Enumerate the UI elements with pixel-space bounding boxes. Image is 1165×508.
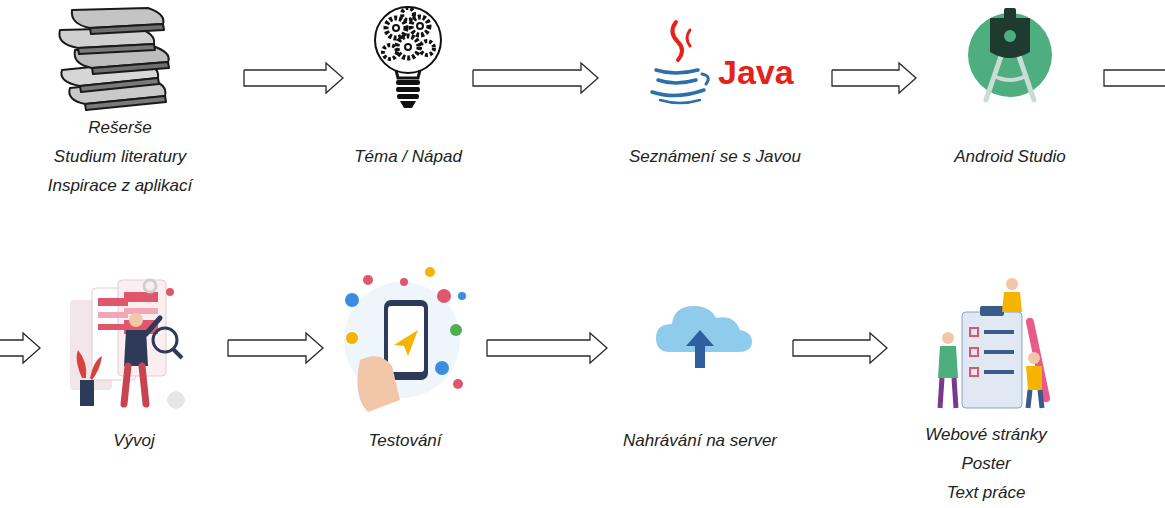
android-studio-icon xyxy=(968,8,1052,100)
flow-arrow xyxy=(228,333,323,363)
development-illustration xyxy=(70,280,185,409)
step-caption: Téma / Nápad xyxy=(347,142,469,171)
process-step: Vývoj xyxy=(44,270,224,455)
flow-arrow xyxy=(244,63,343,93)
books-icon xyxy=(59,8,169,110)
process-step: Téma / Nápad xyxy=(347,0,469,171)
step-caption: Text práce xyxy=(891,478,1081,507)
process-step: Testování xyxy=(327,270,483,455)
cloud-upload-icon xyxy=(656,306,752,368)
testing-illustration xyxy=(344,267,466,412)
flow-arrow xyxy=(832,63,916,93)
idea-bulb-icon xyxy=(375,7,441,108)
process-step: RešeršeStudium literaturyInspirace z apl… xyxy=(0,0,240,200)
flow-arrow xyxy=(487,333,607,363)
step-caption: Nahrávání na server xyxy=(611,426,789,455)
step-caption: Studium literatury xyxy=(0,142,240,171)
step-caption: Rešerše xyxy=(0,113,240,142)
process-step: Seznámení se s Javou xyxy=(602,0,828,171)
step-caption: Android Studio xyxy=(920,142,1100,171)
process-step: Nahrávání na server xyxy=(611,270,789,455)
checklist-illustration xyxy=(938,278,1046,408)
logo-wordmark: Java xyxy=(718,55,794,89)
step-caption: Inspirace z aplikací xyxy=(0,171,240,200)
flow-arrow xyxy=(793,333,887,363)
process-step: Webové stránkyPosterText práce xyxy=(891,270,1081,507)
process-step: Android Studio xyxy=(920,0,1100,171)
java-logo-icon xyxy=(652,22,708,103)
flow-arrow xyxy=(0,70,1165,363)
step-caption: Vývoj xyxy=(44,426,224,455)
flow-arrow xyxy=(473,63,598,93)
step-caption: Poster xyxy=(891,449,1081,478)
step-caption: Webové stránky xyxy=(891,420,1081,449)
step-caption: Testování xyxy=(327,426,483,455)
step-caption: Seznámení se s Javou xyxy=(602,142,828,171)
